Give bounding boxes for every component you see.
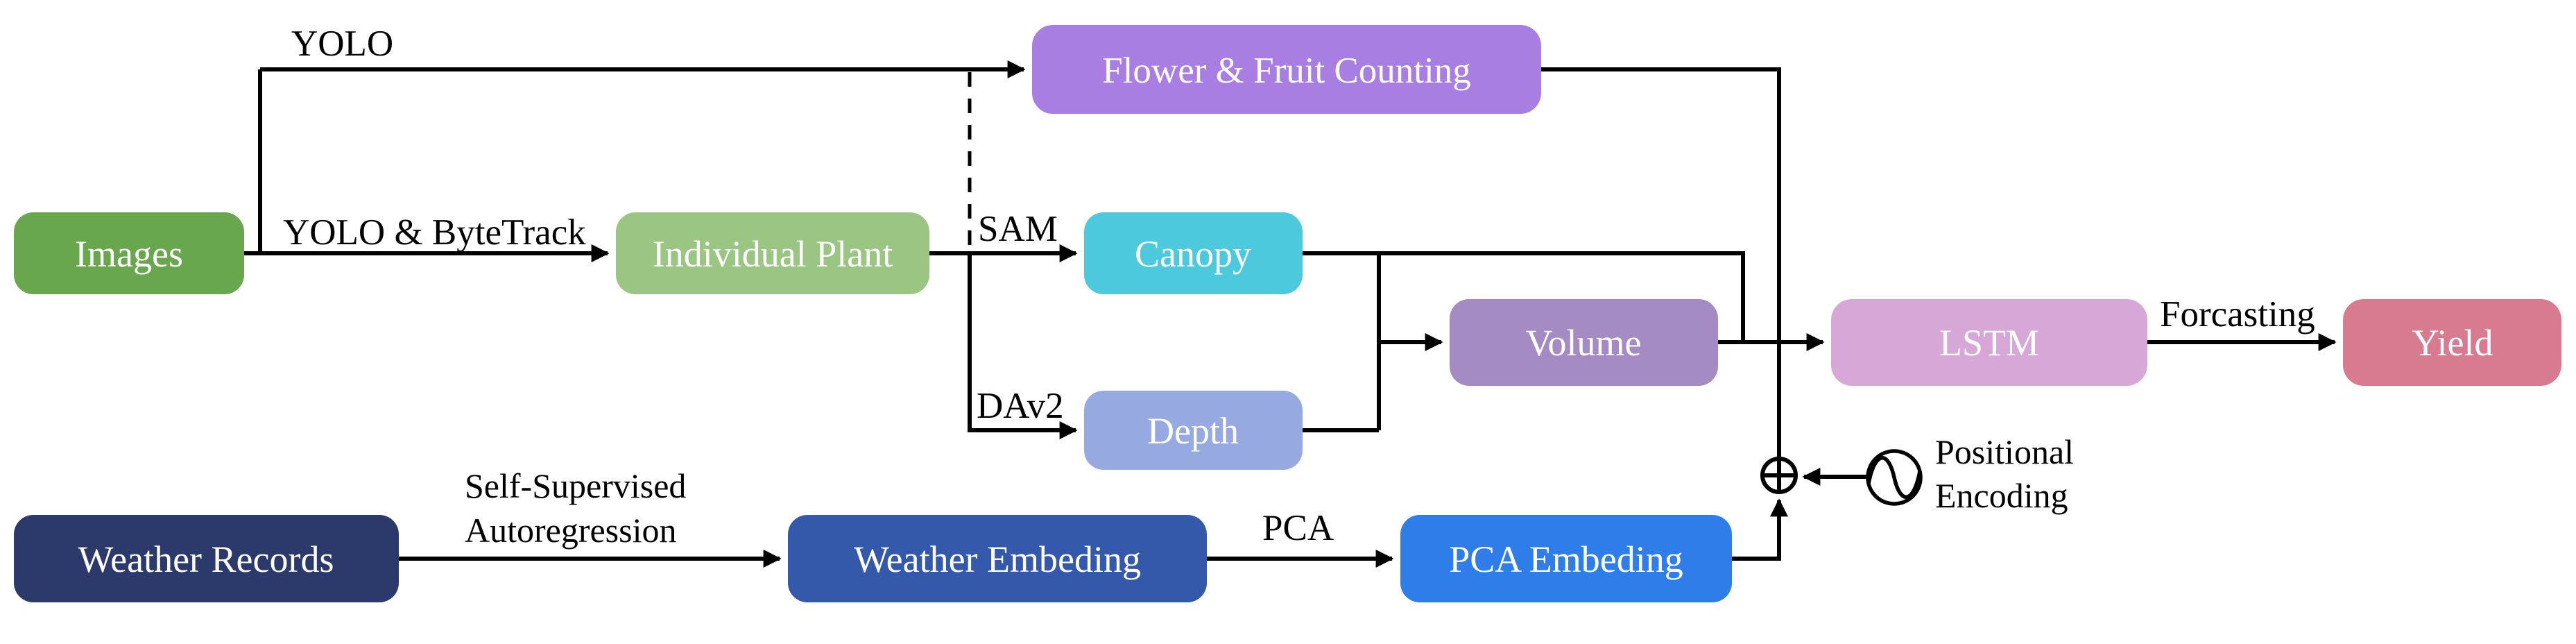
node-depth: Depth <box>1084 391 1303 470</box>
edge-flower-counting-to-plus <box>1541 67 1781 459</box>
edge-label-self-supervised-line2: Autoregression <box>465 511 677 550</box>
node-weather-records: Weather Records <box>14 515 399 602</box>
node-canopy-label: Canopy <box>1135 233 1251 275</box>
node-weather-embeding-label: Weather Embeding <box>854 539 1141 580</box>
node-individual-plant: Individual Plant <box>616 212 929 294</box>
edge-canopy-to-lstm-line <box>1303 251 1745 342</box>
node-volume-label: Volume <box>1525 322 1641 364</box>
sine-wave-icon <box>1866 449 1923 506</box>
node-pca-embeding: PCA Embeding <box>1400 515 1732 602</box>
edge-label-self-supervised-line1: Self-Supervised <box>465 466 686 505</box>
node-lstm: LSTM <box>1831 299 2147 386</box>
edge-label-yolo: YOLO <box>291 24 393 64</box>
node-weather-records-label: Weather Records <box>78 539 334 580</box>
edge-label-sam: SAM <box>978 209 1058 249</box>
node-flower-fruit-counting: Flower & Fruit Counting <box>1032 25 1541 114</box>
node-individual-plant-label: Individual Plant <box>653 233 893 275</box>
edge-label-positional-line2: Encoding <box>1935 476 2068 515</box>
node-depth-label: Depth <box>1147 410 1239 452</box>
node-images-label: Images <box>75 233 183 275</box>
node-volume: Volume <box>1450 299 1718 386</box>
node-yield: Yield <box>2343 299 2561 386</box>
node-weather-embeding: Weather Embeding <box>788 515 1207 602</box>
node-yield-label: Yield <box>2412 322 2493 364</box>
edge-label-pca: PCA <box>1262 508 1334 548</box>
plus-circle-icon <box>1760 457 1798 494</box>
node-pca-embeding-label: PCA Embeding <box>1449 539 1683 580</box>
edge-label-positional-line1: Positional <box>1935 432 2074 471</box>
edge-label-dav2: DAv2 <box>977 386 1064 426</box>
arrow-individual-plant-to-depth <box>968 253 1078 439</box>
arrow-pca-embeding-to-plus <box>1732 498 1788 561</box>
node-images: Images <box>14 212 244 294</box>
node-canopy: Canopy <box>1084 212 1303 294</box>
node-flower-fruit-counting-label: Flower & Fruit Counting <box>1102 51 1471 91</box>
edge-label-yolo-bytetrack: YOLO & ByteTrack <box>283 212 586 253</box>
node-lstm-label: LSTM <box>1939 322 2039 364</box>
edge-label-forcasting: Forcasting <box>2160 294 2315 334</box>
